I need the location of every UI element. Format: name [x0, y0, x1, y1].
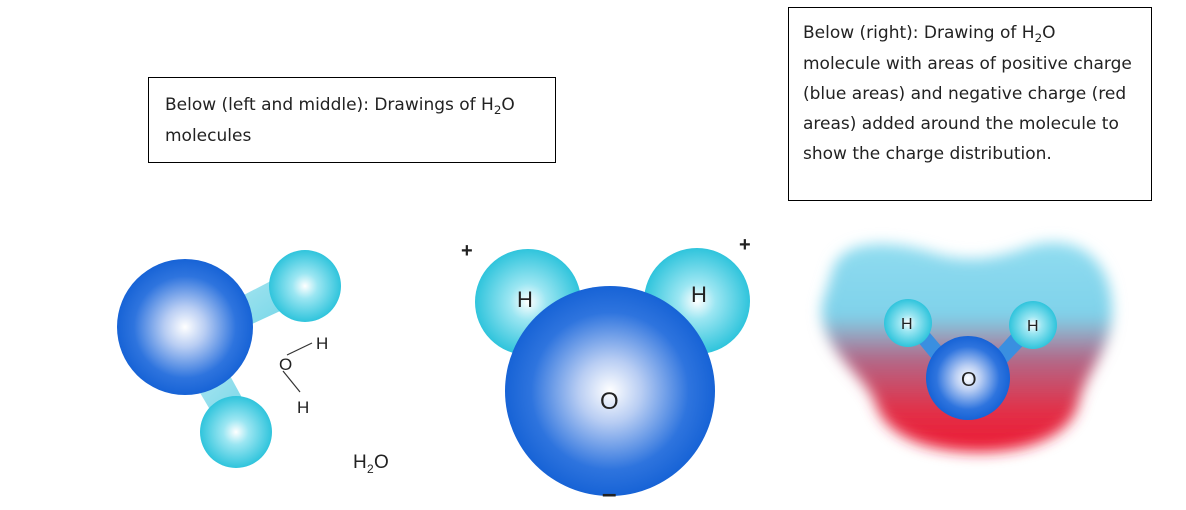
- formula-h: H: [353, 452, 367, 473]
- oxygen-label: O: [600, 388, 619, 415]
- oxygen-atom: [926, 336, 1010, 420]
- plus-left-sign: +: [461, 240, 473, 262]
- hydrogen-right-label: H: [1027, 318, 1039, 335]
- structure-hydrogen-top-label: H: [316, 334, 328, 353]
- hydrogen-atom-bottom: [200, 396, 272, 468]
- caption-left-suffix: O molecules: [165, 95, 515, 146]
- caption-left-prefix: Below (left and middle): Drawings of H: [165, 95, 494, 115]
- caption-right-prefix: Below (right): Drawing of H: [803, 23, 1035, 43]
- caption-right: Below (right): Drawing of H2O molecule w…: [788, 7, 1152, 201]
- minus-sign: –: [602, 478, 616, 508]
- right-molecule: H H O: [821, 242, 1112, 452]
- hydrogen-atom-top: [269, 250, 341, 322]
- oxygen-atom: [117, 259, 253, 395]
- structure-hydrogen-bottom-label: H: [297, 398, 309, 417]
- hydrogen-left-label: H: [517, 287, 533, 312]
- left-molecule: O H H H 2 O: [117, 250, 389, 476]
- hydrogen-atom-right: [1009, 301, 1057, 349]
- formula-sub: 2: [367, 462, 374, 476]
- hydrogen-right-label: H: [691, 282, 707, 307]
- formula-o: O: [374, 452, 389, 473]
- structure-oxygen-label: O: [279, 355, 292, 374]
- middle-molecule: H H O + + –: [461, 234, 751, 508]
- plus-right-sign: +: [739, 234, 751, 256]
- caption-left-sub: 2: [493, 102, 502, 117]
- structure-bond-top: [286, 342, 313, 356]
- caption-left-middle: Below (left and middle): Drawings of H2O…: [148, 77, 556, 163]
- caption-right-sub: 2: [1034, 30, 1043, 45]
- hydrogen-atom-left: [884, 299, 932, 347]
- oxygen-label: O: [961, 369, 977, 391]
- structure-bond-bottom: [282, 370, 301, 393]
- caption-right-suffix: O molecule with areas of positive charge…: [803, 23, 1132, 164]
- hydrogen-left-label: H: [901, 316, 913, 333]
- oxygen-atom: [505, 286, 715, 496]
